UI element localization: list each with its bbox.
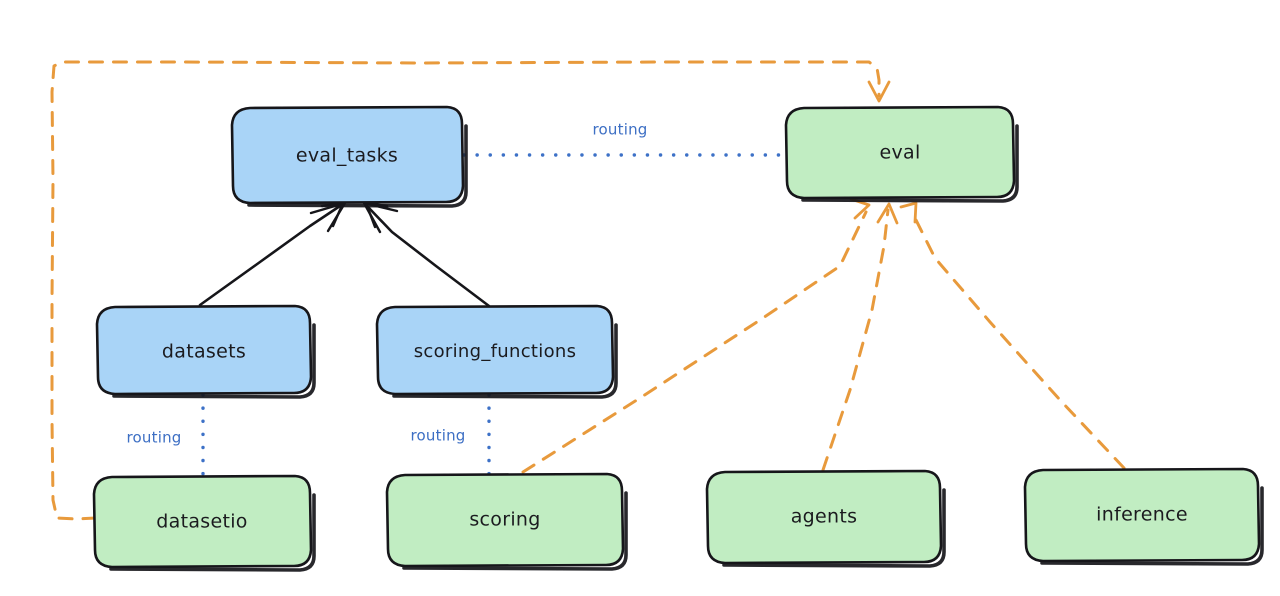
edge-datasetio-to-eval [50, 60, 891, 521]
edge-label-routing-scoring-functions: routing [411, 427, 466, 445]
node-label-scoring: scoring [469, 509, 540, 531]
node-label-scoring_functions: scoring_functions [414, 341, 577, 362]
node-label-eval_tasks: eval_tasks [296, 145, 398, 167]
edge-datasets-to-eval_tasks [198, 201, 347, 307]
node-eval_tasks[interactable]: eval_tasks [230, 105, 468, 208]
node-label-datasets: datasets [162, 341, 246, 363]
edge-agents-to-eval [821, 202, 899, 472]
node-scoring_functions[interactable]: scoring_functions [375, 304, 618, 399]
node-label-agents: agents [791, 506, 858, 528]
node-datasetio[interactable]: datasetio [92, 474, 316, 572]
node-inference[interactable]: inference [1023, 467, 1264, 566]
node-label-inference: inference [1096, 504, 1188, 526]
node-scoring[interactable]: scoring [385, 472, 628, 571]
node-datasets[interactable]: datasets [95, 304, 316, 399]
node-eval[interactable]: eval [784, 105, 1019, 203]
node-label-datasetio: datasetio [156, 511, 247, 533]
edge-label-routing-datasets: routing [127, 429, 182, 447]
edge-label-routing-top: routing [593, 121, 648, 139]
edge-inference-to-eval [899, 201, 1126, 470]
edge-scoring_functions-to-eval_tasks [362, 201, 491, 308]
node-agents[interactable]: agents [705, 469, 946, 568]
node-label-eval: eval [879, 142, 920, 164]
